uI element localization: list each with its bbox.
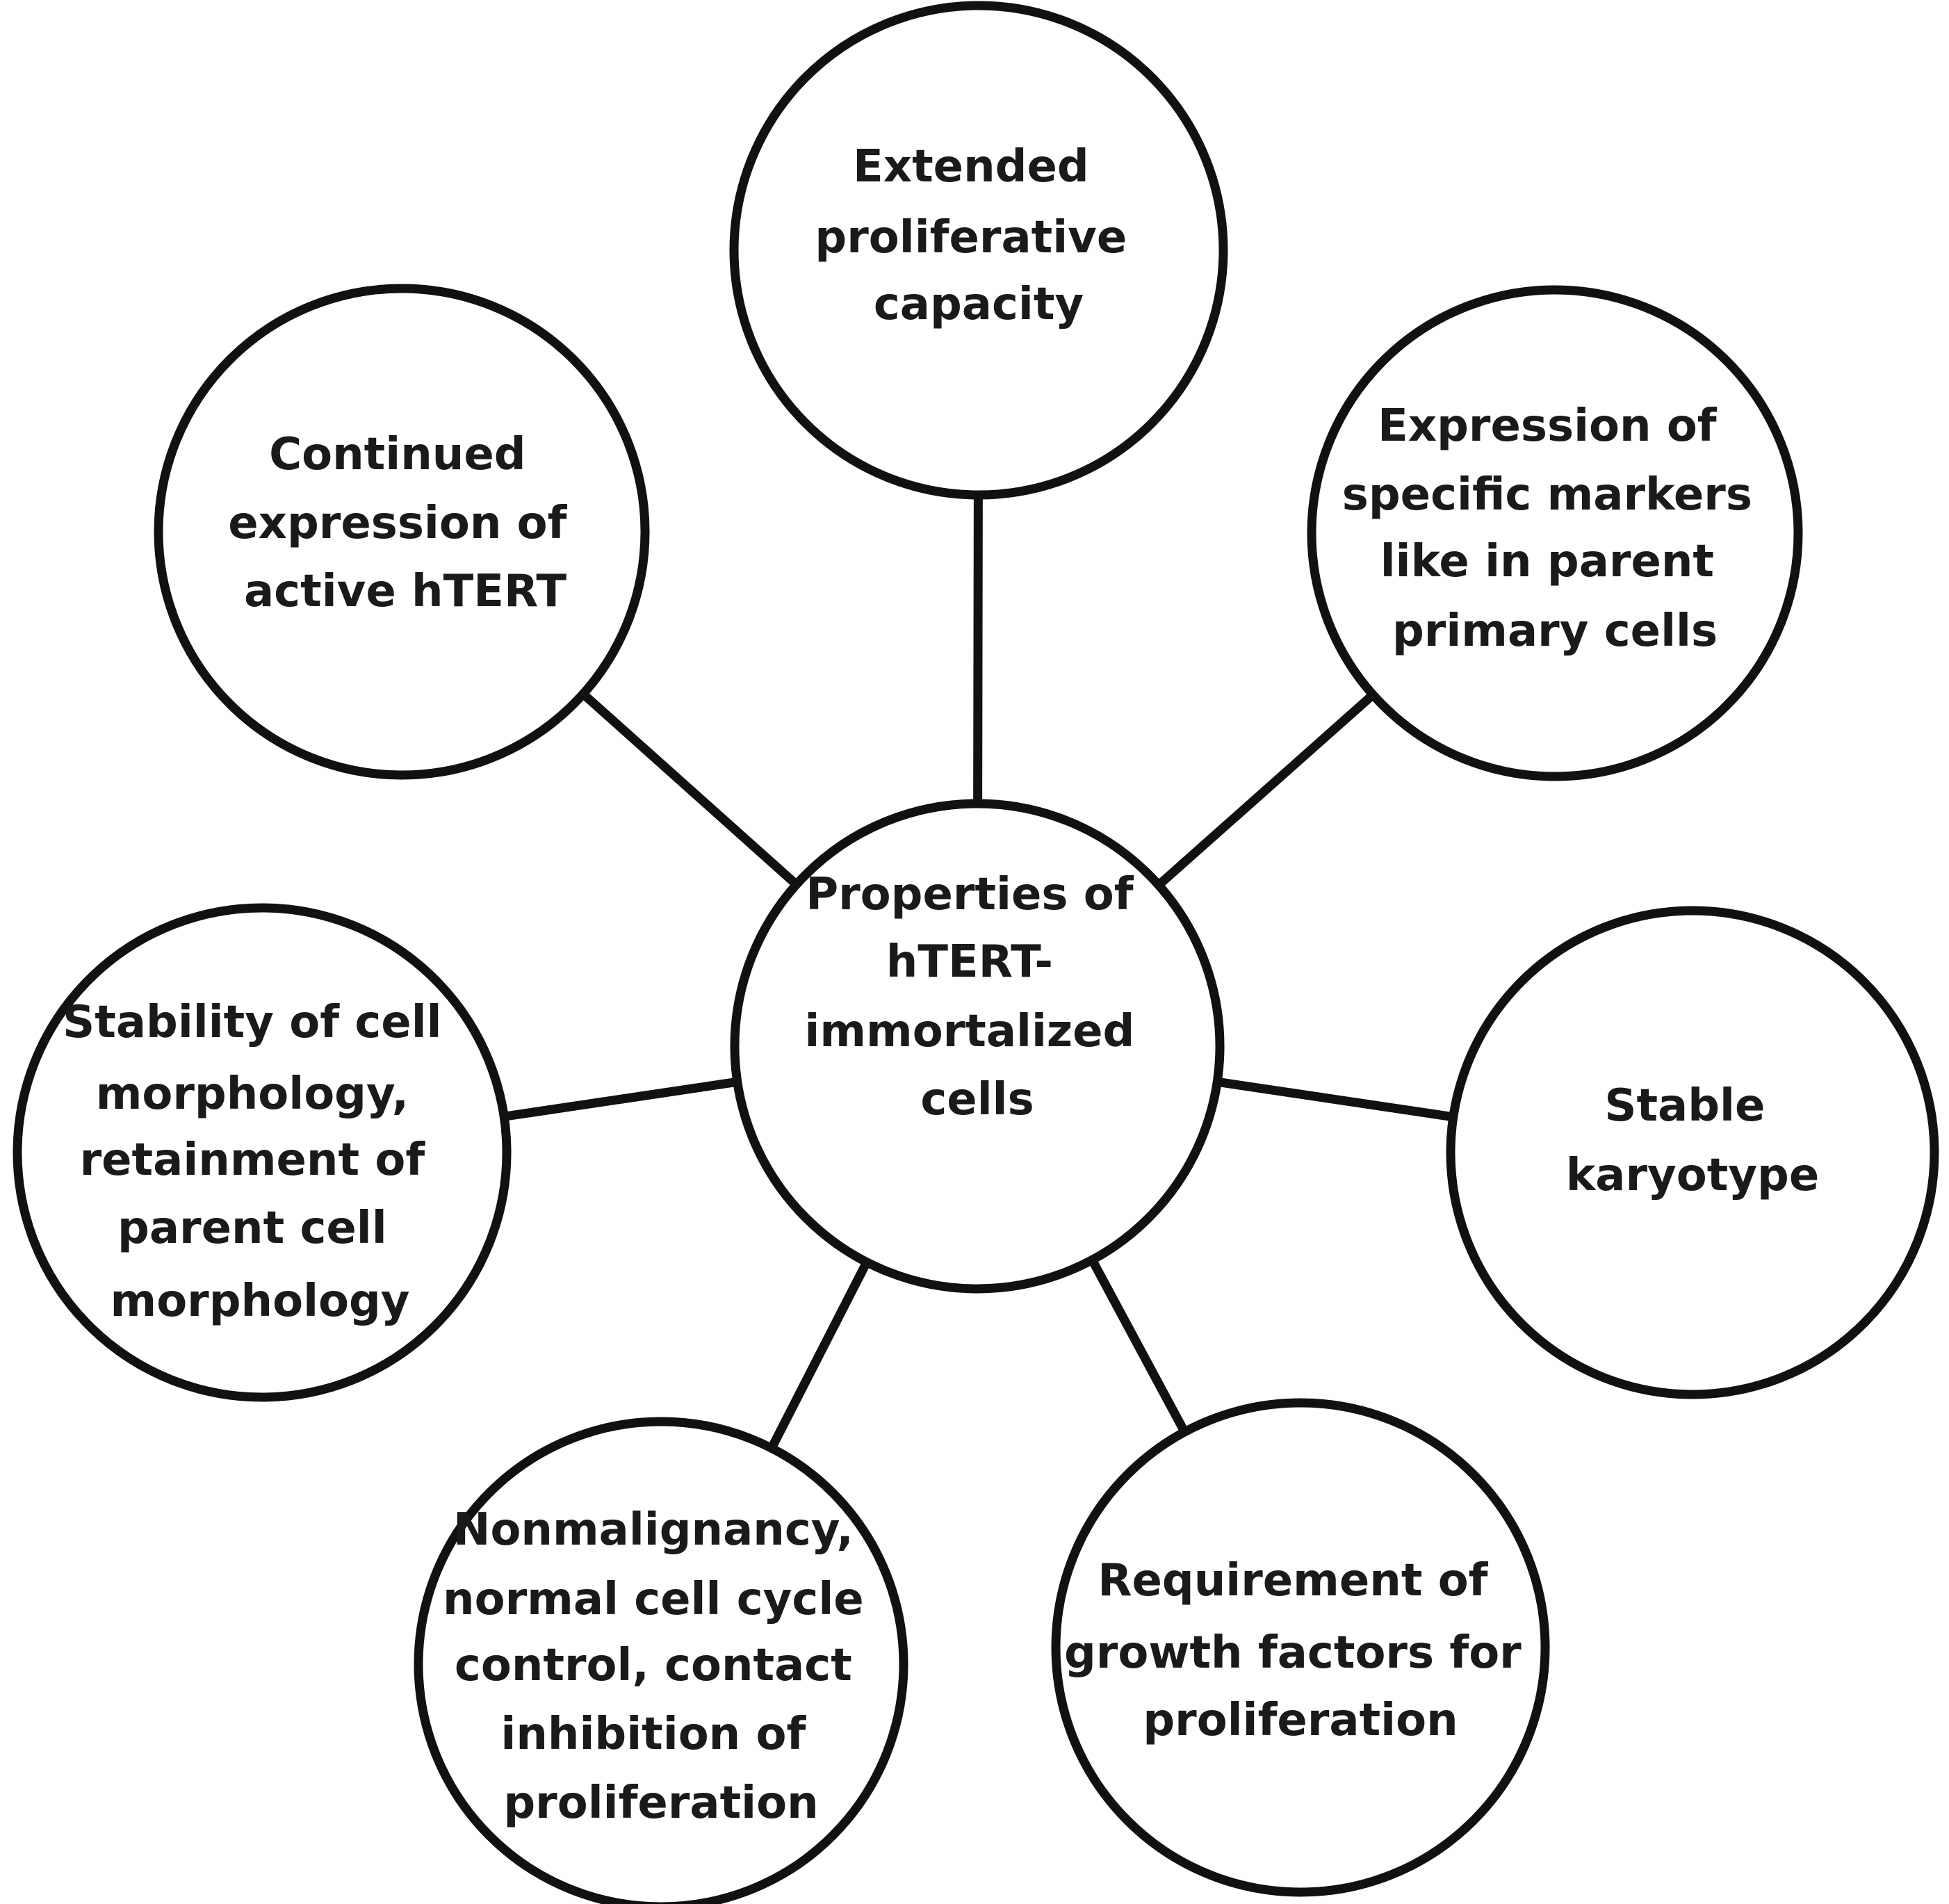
node-label-line: active hTERT xyxy=(244,566,566,617)
center-circle xyxy=(730,799,1225,1294)
node-label-line: proliferative xyxy=(815,212,1127,263)
node-label-line: Continued xyxy=(269,429,525,480)
node-label: Expression of specific markers like in p… xyxy=(1342,400,1768,657)
node-circle xyxy=(729,1,1228,500)
node-label-line: parent cell xyxy=(117,1203,387,1254)
node-morphology: Stability of cell morphology, retainment… xyxy=(13,903,512,1402)
node-label-line: Expression of xyxy=(1378,400,1718,452)
node-label: Stable karyotype xyxy=(1566,1080,1820,1201)
node-extended: Extended proliferative capacity xyxy=(729,1,1228,500)
center-label-line: Properties of xyxy=(806,869,1134,920)
node-label-line: morphology xyxy=(111,1276,410,1327)
node-label-line: control, contact xyxy=(455,1640,852,1691)
node-label-line: primary cells xyxy=(1392,605,1718,657)
node-label-line: specific markers xyxy=(1342,469,1752,521)
node-circle xyxy=(13,903,512,1402)
center-label-line: immortalized xyxy=(804,1006,1134,1057)
node-label-line: proliferation xyxy=(503,1777,818,1829)
node-label: Extended proliferative capacity xyxy=(815,141,1142,330)
node-label-line: Requirement of xyxy=(1098,1555,1488,1606)
center-label-line: cells xyxy=(920,1074,1034,1125)
center-label: Properties of hTERT- immortalized cells xyxy=(804,869,1150,1125)
node-circle xyxy=(414,1417,908,1904)
node-growth-factors: Requirement of growth factors for prolif… xyxy=(1051,1398,1550,1897)
node-label: Stability of cell morphology, retainment… xyxy=(63,997,457,1327)
node-circle xyxy=(154,284,650,780)
node-circle xyxy=(1051,1398,1550,1897)
node-label: Continued expression of active hTERT xyxy=(228,429,582,617)
node-label-line: expression of xyxy=(228,498,567,549)
node-label-line: Stable xyxy=(1604,1080,1765,1132)
node-label-line: karyotype xyxy=(1566,1150,1820,1201)
node-markers: Expression of specific markers like in p… xyxy=(1307,285,1803,781)
node-label-line: Extended xyxy=(853,141,1089,193)
center-label-line: hTERT- xyxy=(886,936,1053,988)
node-circle xyxy=(1446,906,1939,1399)
node-label-line: growth factors for xyxy=(1064,1627,1522,1679)
node-label-line: proliferation xyxy=(1143,1695,1458,1746)
node-label-line: Stability of cell xyxy=(63,997,441,1048)
node-htert: Continued expression of active hTERT xyxy=(154,284,650,780)
node-label-line: inhibition of xyxy=(500,1709,806,1760)
node-label-line: morphology, xyxy=(96,1068,409,1120)
node-label-line: normal cell cycle xyxy=(443,1574,864,1625)
node-label-line: like in parent xyxy=(1380,536,1714,587)
node-label: Nonmalignancy, normal cell cycle control… xyxy=(443,1504,879,1829)
center-node: Properties of hTERT- immortalized cells xyxy=(730,799,1225,1294)
node-circle xyxy=(1307,285,1803,781)
node-karyotype: Stable karyotype xyxy=(1446,906,1939,1399)
node-nonmalignancy: Nonmalignancy, normal cell cycle control… xyxy=(414,1417,908,1904)
node-label: Requirement of growth factors for prolif… xyxy=(1064,1555,1537,1746)
node-label-line: Nonmalignancy, xyxy=(453,1504,854,1556)
node-label-line: retainment of xyxy=(80,1134,426,1186)
node-label-line: capacity xyxy=(874,279,1084,330)
